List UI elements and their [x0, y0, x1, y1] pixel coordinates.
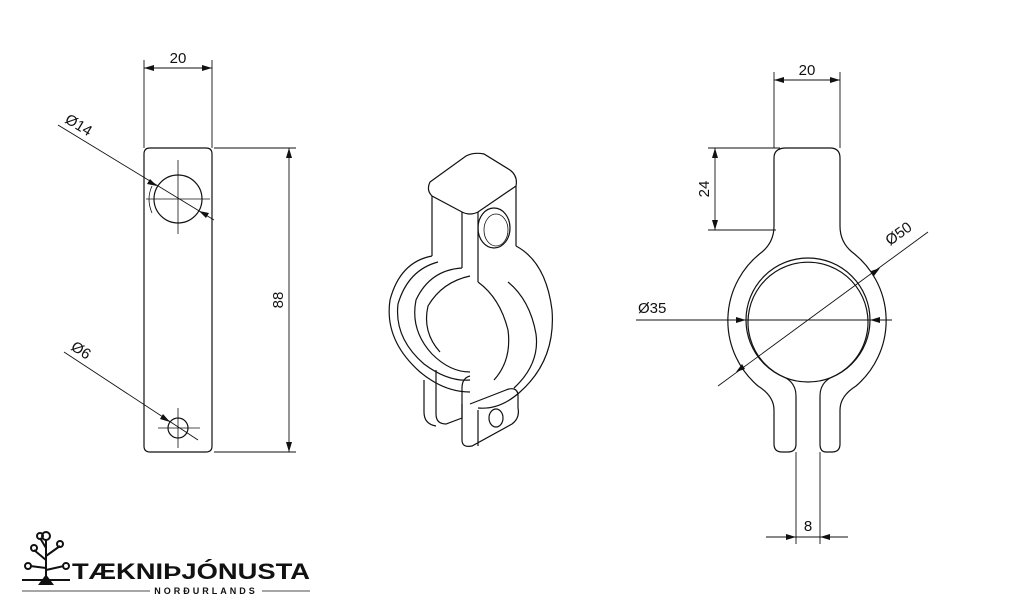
- height-arrow-top: [286, 148, 292, 158]
- large-hole-leader: [57, 124, 215, 221]
- r-width-arrow-left: [774, 77, 784, 83]
- gap-arrow-right: [820, 534, 830, 540]
- gap-label: 8: [804, 518, 812, 535]
- right-width-label: 20: [799, 62, 816, 79]
- bore-arrow-left: [736, 317, 746, 323]
- iso-top-hole-inner: [483, 213, 509, 247]
- right-front-view: 20 24 Ø35 Ø50 8: [636, 62, 929, 544]
- r-width-arrow-right: [830, 77, 840, 83]
- tab-arrow-top: [712, 148, 718, 158]
- iso-bottom-hole: [488, 408, 504, 428]
- isometric-view: [388, 152, 553, 447]
- iso-ring-inner: [414, 267, 510, 381]
- left-width-label: 20: [170, 50, 187, 67]
- logo-name: TÆKNIÞJÓNUSTA: [72, 559, 310, 584]
- clamp-outline: [727, 147, 887, 453]
- small-hole-leader: [63, 351, 199, 441]
- outer-arrow-b: [871, 268, 880, 276]
- bore-arrow-right: [870, 317, 880, 323]
- tab-arrow-bottom: [712, 220, 718, 230]
- iso-top-face: [427, 152, 517, 215]
- gap-arrow-left: [786, 534, 796, 540]
- width-arrow-left: [144, 65, 154, 71]
- logo-subtitle: NORÐURLANDS: [154, 586, 258, 596]
- iso-ring-side: [507, 281, 538, 389]
- large-hole-arc: [148, 185, 153, 214]
- outer-arrow-a: [736, 364, 745, 372]
- iso-lower-tab-right: [461, 388, 519, 447]
- left-height-label: 88: [270, 292, 287, 309]
- iso-ring-outer: [388, 245, 553, 409]
- iso-ring-outer-2: [396, 261, 471, 381]
- width-arrow-right: [202, 65, 212, 71]
- bar-outline: [143, 147, 213, 453]
- left-side-view: 20 88 Ø14 Ø6: [57, 50, 296, 453]
- iso-lower-tab-left: [435, 370, 471, 425]
- company-logo: TÆKNIÞJÓNUSTA NORÐURLANDS: [22, 531, 310, 596]
- large-hole-arrow-b: [199, 211, 209, 218]
- tab-height-label: 24: [696, 181, 713, 198]
- iso-top-hole: [477, 207, 511, 249]
- iso-ring-inner-2: [425, 275, 471, 353]
- small-hole-label: Ø6: [68, 338, 94, 363]
- small-hole-arrow: [160, 414, 170, 422]
- iso-lower-tab-left-edge: [423, 380, 437, 427]
- large-hole-arrow-a: [147, 179, 157, 186]
- bore-dia-label: Ø35: [638, 300, 666, 317]
- outer-dia-leader: [717, 231, 929, 387]
- circuit-tree-icon: [22, 531, 70, 585]
- large-hole-label: Ø14: [62, 111, 95, 140]
- height-arrow-bottom: [286, 442, 292, 452]
